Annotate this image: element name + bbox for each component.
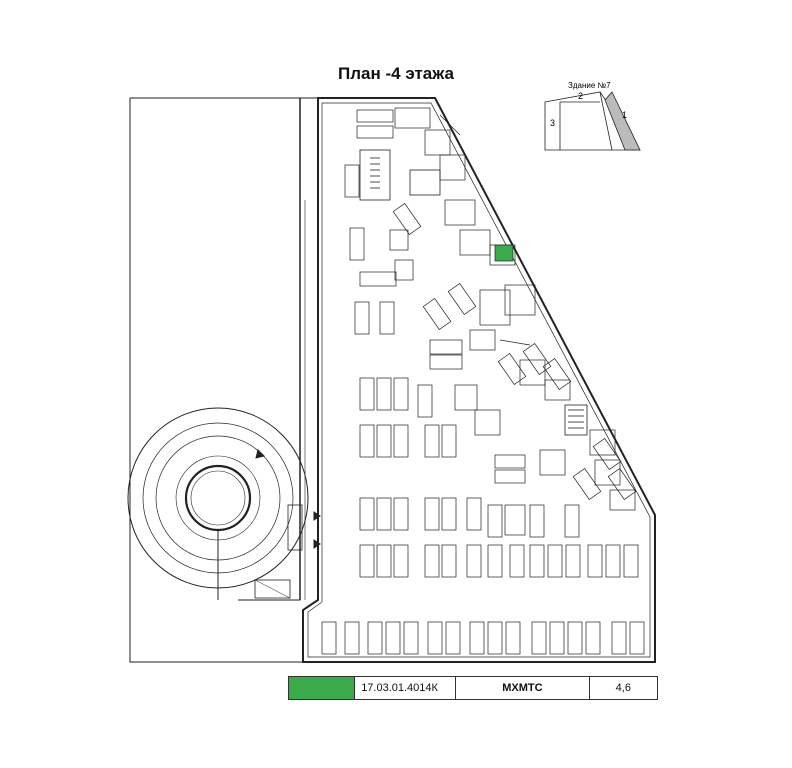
storage-rooms (389, 107, 636, 536)
key-plan-label: Здание №7 (568, 81, 611, 90)
unit-color-swatch (287, 676, 356, 700)
key-plan-section-3: 3 (550, 118, 555, 128)
key-plan-section-2: 2 (578, 91, 583, 101)
key-plan (544, 91, 641, 151)
parking-spaces-angled (392, 203, 637, 500)
unit-info-table: 17.03.01.4014К МХМТС 4,6 (287, 676, 659, 700)
stair-core (359, 149, 588, 436)
unit-area: 4,6 (588, 676, 659, 700)
building-outline (302, 97, 656, 663)
plan-title: План -4 этажа (338, 64, 454, 83)
spiral-ramp (127, 407, 321, 601)
parking-spaces-middle (359, 377, 457, 458)
parking-spaces-bottom (321, 621, 645, 655)
parking-spaces-upper (344, 109, 526, 484)
unit-code: 17.03.01.4014К (354, 676, 457, 700)
parking-spaces-lower (359, 497, 639, 578)
unit-type: МХМТС (455, 676, 590, 700)
site-boundary (129, 97, 655, 663)
key-plan-section-1: 1 (622, 110, 627, 120)
highlighted-unit[interactable] (494, 244, 514, 262)
